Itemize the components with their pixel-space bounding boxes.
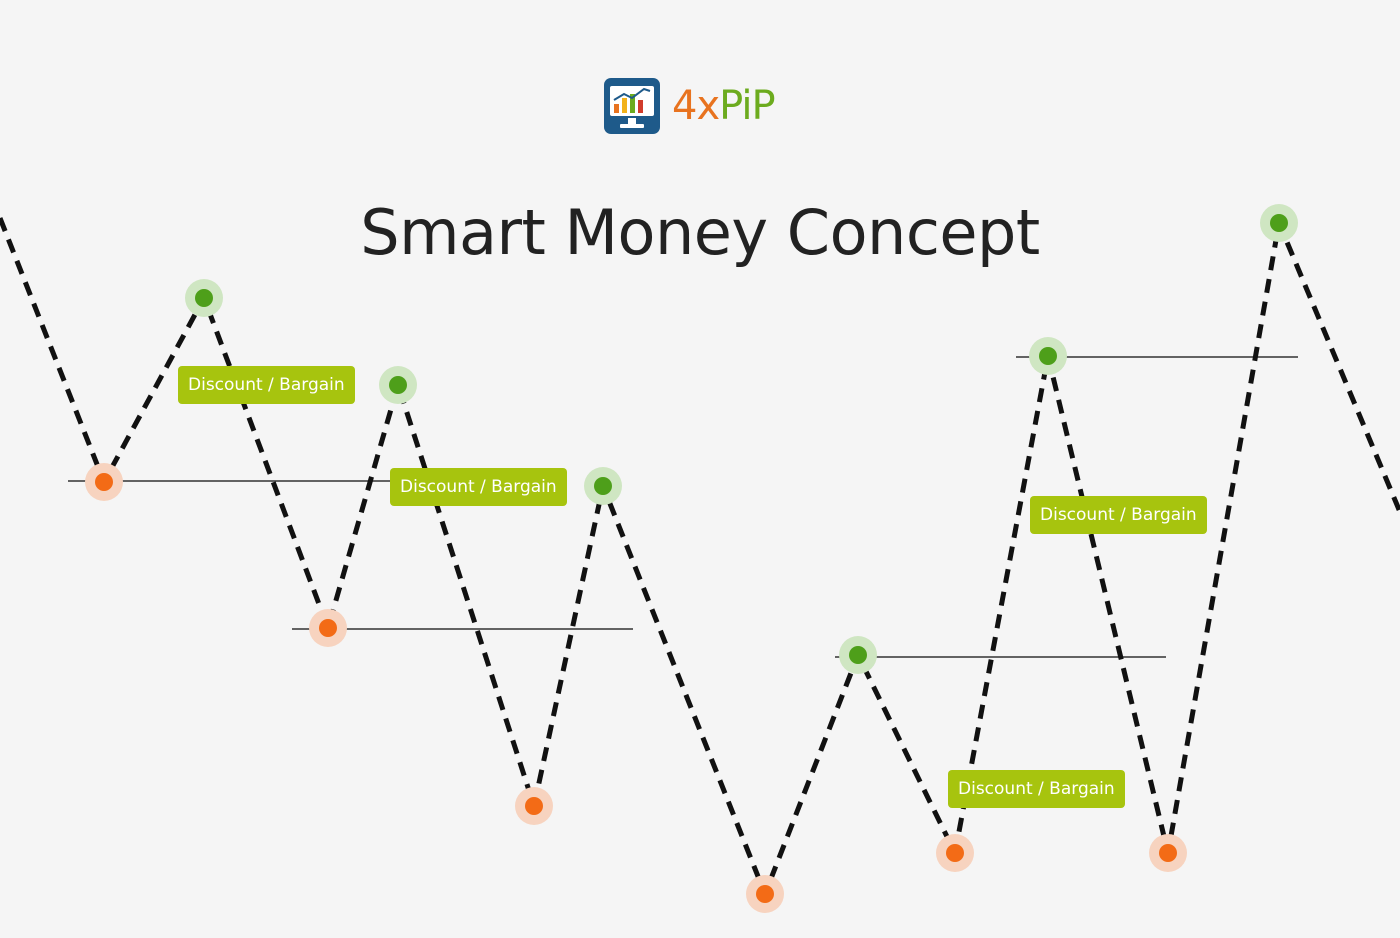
swing-high-marker [839,636,877,674]
discount-bargain-label-1: Discount / Bargain [178,366,355,404]
swing-low-marker [309,609,347,647]
swing-high-marker [1260,204,1298,242]
discount-bargain-label-3: Discount / Bargain [1030,496,1207,534]
swing-high-marker [379,366,417,404]
price-path [0,217,1400,897]
brand-wordmark: 4xPiP [672,83,776,129]
discount-bargain-label-4: Discount / Bargain [948,770,1125,808]
swing-low-marker [85,463,123,501]
swing-low-marker [936,834,974,872]
brand-suffix: PiP [719,83,775,129]
chart-monitor-icon [604,78,660,134]
swing-low-marker [746,875,784,913]
discount-bargain-label-2: Discount / Bargain [390,468,567,506]
swing-high-marker [185,279,223,317]
swing-high-marker [1029,337,1067,375]
swing-low-marker [515,787,553,825]
brand-logo: 4xPiP [604,78,776,134]
swing-low-marker [1149,834,1187,872]
swing-high-marker [584,467,622,505]
page-title: Smart Money Concept [360,196,1040,269]
brand-prefix: 4x [672,83,720,129]
